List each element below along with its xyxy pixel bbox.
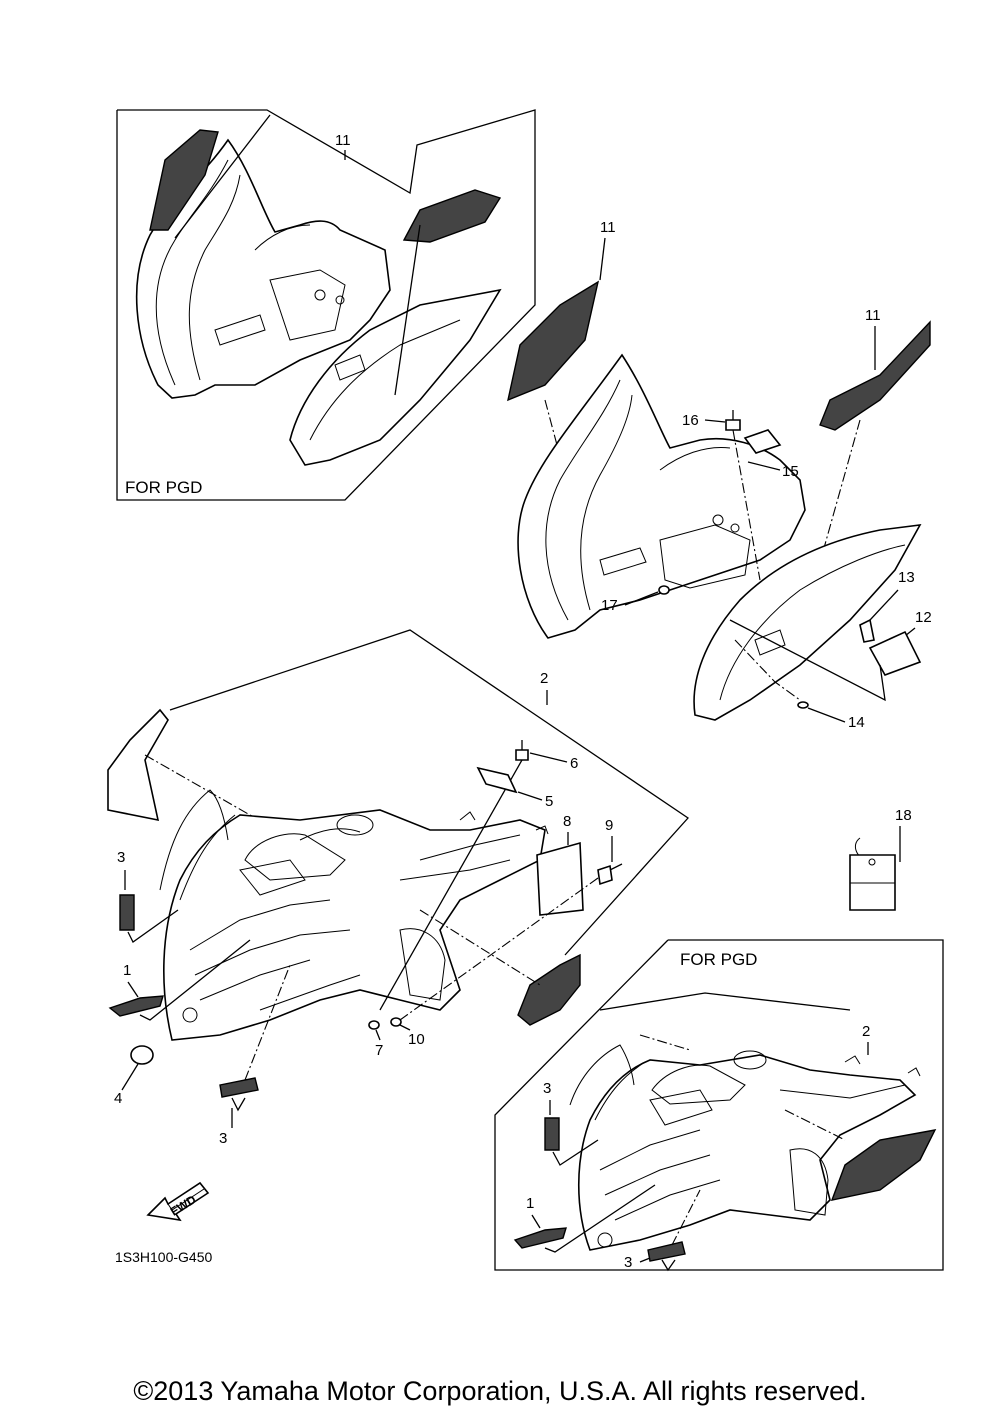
label-12 [868,630,922,676]
reflector-3-box-bottom [647,1241,686,1262]
diagram-code: 1S3H100-G450 [115,1249,213,1265]
callout-9: 9 [605,817,613,834]
callout-4: 4 [114,1090,122,1107]
reflector-3-left [119,894,135,931]
grommet-7 [368,1020,380,1030]
bolt-16 [725,419,741,431]
callout-14: 14 [848,714,865,731]
bolt-6 [515,749,529,761]
callout-12: 12 [915,609,932,626]
callout-1-left: 1 [123,962,131,979]
callout-15: 15 [782,463,799,480]
decal-11-pgd-left [149,129,219,231]
callout-11-right: 11 [865,307,881,324]
box-top-left-label: FOR PGD [125,478,202,497]
box-bottom-right-for-pgd: FOR PGD 2 3 1 [494,939,944,1272]
callout-2-box: 2 [862,1023,870,1040]
rear-side-panel [693,524,922,721]
callout-2: 2 [540,670,548,687]
label-15 [743,429,782,454]
assembly-front-fender: 11 11 16 15 17 13 [507,219,932,731]
grommet-10 [390,1017,402,1027]
callout-18: 18 [895,807,912,824]
tail-decal-pgd [830,1129,937,1201]
reflector-3-box [544,1117,560,1151]
callout-3-bottom: 3 [219,1130,227,1147]
bolt-9 [597,864,613,886]
emblem-1-left [108,995,164,1017]
copyright-notice: ©2013 Yamaha Motor Corporation, U.S.A. A… [133,1376,867,1406]
label-5 [476,766,518,794]
screw-13 [859,618,875,643]
callout-3-box-bottom: 3 [624,1254,632,1271]
reflector-4 [130,1045,154,1065]
callout-13: 13 [898,569,915,586]
decal-11-right [819,320,931,431]
callout-8: 8 [563,813,571,830]
fwd-arrow-icon [146,1181,210,1222]
grommet-14 [797,701,809,709]
callout-11-box: 11 [335,132,351,149]
tail-decal [517,953,581,1026]
grommet-17 [658,585,670,595]
box-bottom-right-label: FOR PGD [680,950,757,969]
callout-6: 6 [570,755,578,772]
assembly-rear-fender: 2 6 5 8 9 [107,629,689,1147]
callout-10: 10 [408,1031,425,1048]
tag-18-group: 18 [849,807,912,911]
box-top-left-for-pgd: FOR PGD 11 [116,109,536,501]
callout-17: 17 [601,597,618,614]
front-fender [517,353,806,639]
rear-decal-large [107,708,169,822]
callout-7: 7 [375,1042,383,1059]
decal-11-mid [507,280,600,402]
callout-1-box: 1 [526,1195,534,1212]
callout-3-left: 3 [117,849,125,866]
callout-11-mid: 11 [600,219,616,236]
rear-side-panel-pgd [289,288,502,466]
rear-fender [163,809,546,1041]
fwd-arrow: FWD [146,1181,210,1222]
reflector-3-bottom [219,1077,259,1098]
rear-fender-pgd [577,1054,917,1251]
emblem-1-box [513,1227,567,1249]
decal-11-pgd-right [402,189,502,243]
callout-5: 5 [545,793,553,810]
callout-3-box: 3 [543,1080,551,1097]
plate-8 [536,841,584,916]
callout-16: 16 [682,412,699,429]
